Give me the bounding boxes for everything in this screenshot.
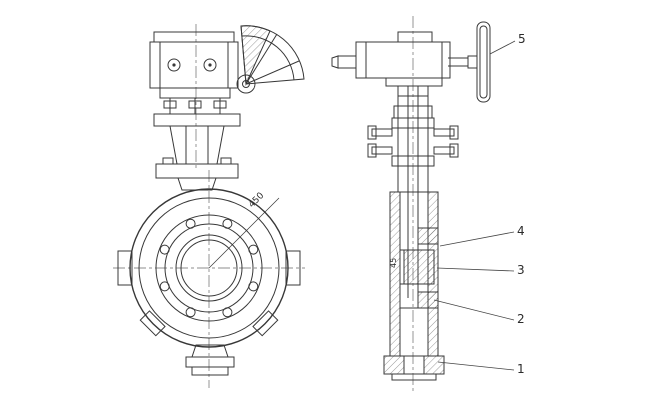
callout-2: 2 <box>433 299 525 326</box>
valve-body-side: 45 <box>383 191 445 381</box>
front-dimension: 450 <box>208 191 280 269</box>
valve-body-front <box>117 188 301 376</box>
front-dimension-text: 450 <box>247 191 266 210</box>
right-lug <box>285 250 301 286</box>
callout-4-label: 4 <box>517 224 525 238</box>
handwheel <box>448 21 491 103</box>
front-view: 450 <box>113 24 305 388</box>
side-view: 45 <box>331 16 491 392</box>
gland-bolts <box>367 117 459 167</box>
gearbox <box>149 31 239 89</box>
callout-3: 3 <box>436 263 525 277</box>
callouts: 5 4 3 2 1 <box>433 32 526 376</box>
left-lug <box>117 250 133 286</box>
valve-neck-front <box>153 87 241 191</box>
callout-3-label: 3 <box>517 263 525 277</box>
lower-right-lug <box>252 310 279 337</box>
bolt-circle <box>159 218 259 318</box>
side-dimension-text: 45 <box>389 258 398 268</box>
callout-5: 5 <box>489 32 526 55</box>
disc-hub <box>403 249 435 285</box>
gear-sector <box>236 25 305 94</box>
callout-4: 4 <box>439 224 525 247</box>
front-centerlines <box>113 24 305 388</box>
actuator-side <box>331 31 451 87</box>
callout-5-label: 5 <box>518 32 526 46</box>
callout-2-label: 2 <box>517 312 525 326</box>
callout-1-label: 1 <box>517 362 525 376</box>
lower-left-lug <box>139 310 166 337</box>
callout-1: 1 <box>437 361 525 376</box>
seat-retainer <box>417 227 439 245</box>
bottom-foot <box>185 344 235 376</box>
input-shaft <box>337 55 357 69</box>
bottom-flange <box>383 355 445 381</box>
